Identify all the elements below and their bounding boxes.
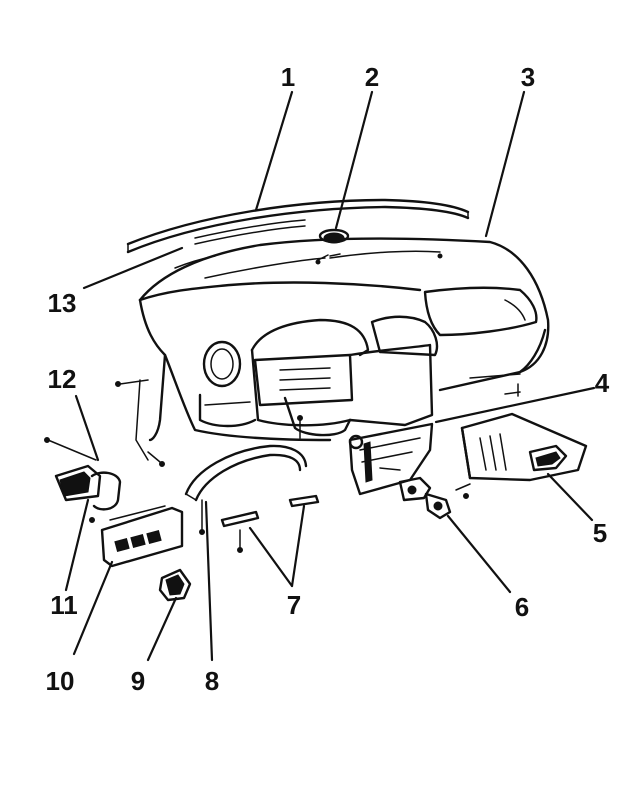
leader-8 xyxy=(204,500,214,662)
leader-1 xyxy=(254,90,294,212)
callout-13: 13 xyxy=(48,288,77,318)
leader-lines xyxy=(64,90,596,662)
callout-4: 4 xyxy=(595,368,610,398)
instrument-panel-body xyxy=(138,219,550,442)
callout-11: 11 xyxy=(50,590,78,620)
switch-bezel xyxy=(89,505,184,568)
callout-10: 10 xyxy=(46,666,75,696)
cluster-bezel xyxy=(184,415,308,535)
leader-13 xyxy=(82,246,184,290)
switch-9 xyxy=(158,568,192,602)
leader-4 xyxy=(434,386,596,424)
callout-9: 9 xyxy=(131,666,145,696)
callout-5: 5 xyxy=(593,518,607,548)
leader-10 xyxy=(72,560,114,656)
screw-12 xyxy=(44,437,97,461)
leader-6 xyxy=(446,514,512,594)
callout-7: 7 xyxy=(287,590,301,620)
glove-box xyxy=(455,412,588,499)
leader-12 xyxy=(74,394,100,462)
callout-8: 8 xyxy=(205,666,219,696)
leader-3 xyxy=(484,90,526,238)
clips xyxy=(220,494,320,553)
callout-2: 2 xyxy=(365,62,379,92)
top-sensor xyxy=(318,228,350,244)
glove-box-bracket xyxy=(348,422,434,496)
callout-labels: 1 2 3 4 5 6 7 8 9 10 11 12 13 xyxy=(46,62,610,696)
callout-3: 3 xyxy=(521,62,535,92)
callout-1: 1 xyxy=(281,62,295,92)
callout-12: 12 xyxy=(48,364,77,394)
defroster-trim-strip xyxy=(126,198,470,254)
leader-2 xyxy=(334,90,374,230)
leader-9 xyxy=(146,596,178,662)
left-side-fasteners xyxy=(115,379,165,467)
callout-6: 6 xyxy=(515,592,529,622)
headlamp-switch xyxy=(54,464,122,511)
leader-5 xyxy=(546,472,594,522)
glove-box-latch xyxy=(398,476,452,520)
leader-11 xyxy=(64,498,90,592)
leader-7a xyxy=(248,526,294,588)
leader-7b xyxy=(290,504,306,588)
